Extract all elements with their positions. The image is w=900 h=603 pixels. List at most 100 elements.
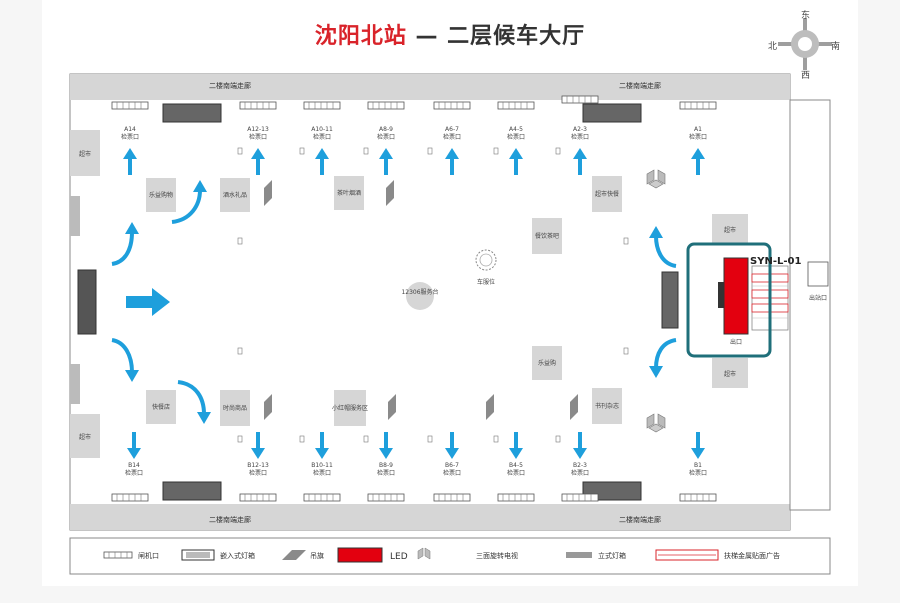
shop-right-top [712, 214, 748, 244]
compass-ring [791, 30, 819, 58]
compass-arm-s [803, 56, 807, 70]
gate-b12-code: B12-13 [247, 462, 269, 469]
gate-a14-sub: 检票口 [121, 133, 139, 141]
booth-7 [220, 390, 250, 426]
lightbox-bottom-left [162, 481, 222, 501]
compass-arm-n [803, 18, 807, 32]
lightbox-top-left [162, 103, 222, 123]
right-standing-lightbox [661, 271, 679, 329]
gate-b12-sub: 检票口 [249, 469, 267, 477]
booth-9-label: 快餐店 [152, 403, 170, 411]
service-desk [406, 282, 434, 310]
gate-row-b1 [679, 493, 717, 502]
booth-4-label: 超市快餐 [595, 190, 619, 198]
gate-b4-sub: 检票口 [507, 469, 525, 477]
legend-flag-label: 吊旗 [310, 551, 324, 560]
corridor-bottom [70, 504, 790, 530]
booth-8 [334, 390, 366, 426]
booth-6 [532, 346, 562, 380]
gate-row-a4 [497, 101, 535, 110]
compass-arm-e [818, 42, 832, 46]
compass-arm-w [778, 42, 792, 46]
gate-a1-sub: 检票口 [689, 133, 707, 141]
service-round-label: 车服位 [477, 278, 495, 286]
flow-arrow-left-down [111, 338, 134, 373]
gate-a2-code: A2-3 [573, 126, 587, 133]
booth-8-label: 小红帽服务区 [332, 404, 368, 412]
gate-row-b12 [239, 493, 277, 502]
gate-row-a8 [367, 101, 405, 110]
gate-b1-sub: 检票口 [689, 469, 707, 477]
booth-10 [592, 388, 622, 424]
service-desk-label: 12306服务台 [401, 288, 438, 296]
booth-4 [592, 176, 622, 212]
booth-3-label: 茶叶烟酒 [337, 189, 361, 197]
legend-gate-label: 闸机口 [138, 551, 159, 560]
legend-gate-symbol [103, 551, 133, 559]
area-name: 二层候车大厅 [447, 24, 586, 49]
shop-right-top-label: 超市 [724, 226, 736, 234]
compass-north: 北 [768, 42, 778, 52]
legend-embedded-label: 嵌入式灯箱 [220, 551, 255, 560]
legend-rotating-label: 三面旋转电视 [476, 551, 518, 560]
gate-row-a1 [679, 101, 717, 110]
exit-box [807, 261, 829, 287]
gate-b1-code: B1 [694, 462, 702, 469]
shop-left-top [70, 130, 100, 176]
flow-arrow-booth-down-head [197, 412, 211, 424]
left-door-lower [70, 364, 80, 404]
gate-row-b10 [303, 493, 341, 502]
gate-a8-sub: 检票口 [377, 133, 395, 141]
gate-b6-sub: 检票口 [443, 469, 461, 477]
compass: 东 西 北 南 [768, 10, 841, 81]
left-entrance-lightbox [77, 269, 97, 335]
gate-a10-sub: 检票口 [313, 133, 331, 141]
ad-highlight-box [686, 242, 772, 358]
gate-b2-sub: 检票口 [571, 469, 589, 477]
flow-arrow-left-down-head [125, 370, 139, 382]
booth-7-label: 时尚商品 [223, 404, 247, 412]
compass-south: 南 [831, 42, 841, 52]
booth-2-label: 酒水礼品 [223, 191, 247, 199]
flow-arrow-booth-down [177, 380, 206, 415]
legend-rotating-symbol [417, 547, 431, 560]
compass-east: 东 [801, 11, 811, 21]
title-separator: — [415, 24, 439, 49]
gate-row-a10 [303, 101, 341, 110]
ad-tag-label: 出口 [730, 338, 742, 346]
led-screen [723, 257, 749, 335]
flow-arrow-right-down [654, 338, 677, 369]
gate-row-a14 [111, 101, 149, 110]
legend-standing-label: 立式灯箱 [598, 551, 626, 560]
shop-left-bottom-label: 超市 [79, 433, 91, 441]
corridor-label-tr: 二楼南端走廊 [619, 81, 661, 90]
booth-10-label: 书刊杂志 [595, 402, 619, 410]
gate-b8-code: B8-9 [379, 462, 393, 469]
service-round-inner [479, 253, 493, 267]
gate-a2-sub: 检票口 [571, 133, 589, 141]
booth-9 [146, 390, 176, 424]
gate-a6-sub: 检票口 [443, 133, 461, 141]
gate-row-b4 [497, 493, 535, 502]
ad-id-label: SYN-L-01 [750, 256, 801, 267]
shop-right-bottom-label: 超市 [724, 370, 736, 378]
flow-arrow-left-up-head [125, 222, 139, 234]
flow-arrow-booth-up [171, 189, 202, 224]
gate-a6-code: A6-7 [445, 126, 459, 133]
gate-b8-sub: 检票口 [377, 469, 395, 477]
corridor-top [70, 74, 790, 100]
flow-arrow-right-up-head [649, 226, 663, 238]
station-name: 沈阳北站 [314, 24, 407, 49]
gate-row-a6 [433, 101, 471, 110]
booth-1 [146, 178, 176, 212]
gate-a12-sub: 检票口 [249, 133, 267, 141]
gate-b10-code: B10-11 [311, 462, 333, 469]
gate-row-a2 [561, 95, 599, 104]
gate-a14-code: A14 [124, 126, 136, 133]
legend-embedded-inner [186, 552, 210, 558]
legend-escalator-label: 扶梯金属贴面广告 [724, 551, 780, 560]
booth-6-label: 乐益购 [538, 359, 556, 367]
shop-left-bottom [70, 414, 100, 458]
flow-arrow-right-up [654, 235, 677, 268]
